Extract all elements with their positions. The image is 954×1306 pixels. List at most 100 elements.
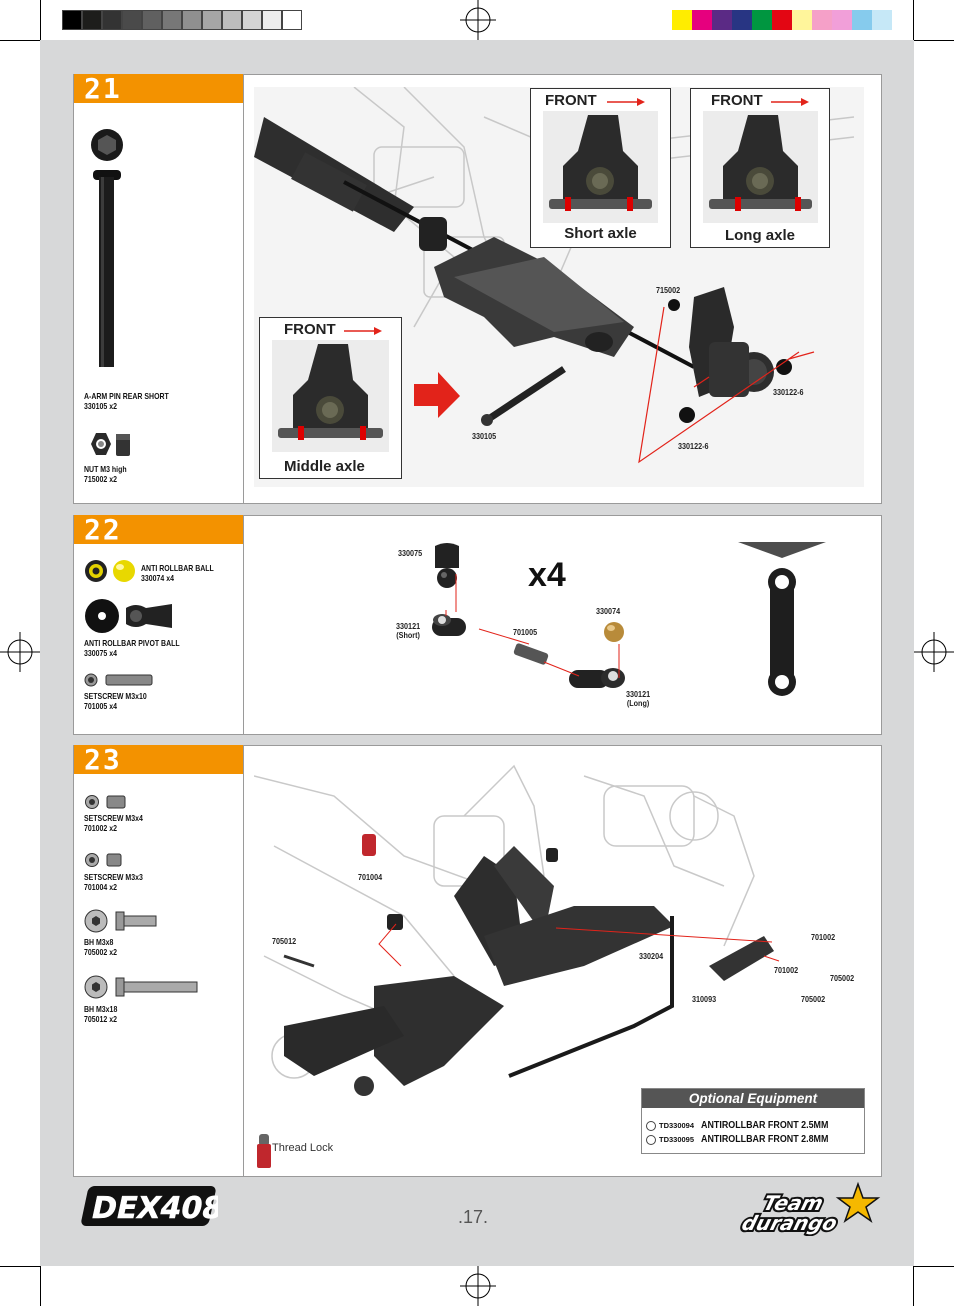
registration-mark-icon bbox=[0, 632, 40, 672]
front-arrow-icon bbox=[344, 327, 382, 335]
step-22-header: 22 bbox=[74, 513, 243, 546]
optional-item-code: TD330094 bbox=[659, 1121, 695, 1130]
part-callout: 705002 bbox=[830, 973, 855, 983]
hub-carrier-drawing bbox=[543, 111, 658, 223]
optional-item: TD330095 ANTIROLLBAR FRONT 2.8MM bbox=[646, 1133, 851, 1145]
registration-mark-icon bbox=[914, 632, 954, 672]
crop-mark bbox=[40, 1266, 41, 1306]
gray-swatch bbox=[202, 10, 222, 30]
nut-icon bbox=[91, 433, 130, 456]
color-swatch bbox=[732, 10, 752, 30]
gray-swatch bbox=[282, 10, 302, 30]
part-callout: 705012 bbox=[272, 936, 297, 946]
part-callout: 701002 bbox=[811, 932, 836, 942]
color-swatch bbox=[692, 10, 712, 30]
thread-lock-icon bbox=[257, 1134, 271, 1168]
color-swatch bbox=[872, 10, 892, 30]
part-code: 330074 x4 bbox=[141, 573, 174, 583]
pivot-ball-icon bbox=[85, 599, 172, 633]
registration-mark-icon bbox=[460, 1266, 496, 1306]
color-swatch bbox=[712, 10, 732, 30]
part-callout: 330074 bbox=[596, 606, 621, 616]
part-name: SETSCREW M3x4 bbox=[84, 813, 143, 823]
axle-label: Long axle bbox=[724, 227, 795, 244]
color-swatch bbox=[812, 10, 832, 30]
step-23-header: 23 bbox=[74, 743, 243, 776]
setscrew-m3x4-icon bbox=[85, 795, 126, 809]
gray-swatch bbox=[122, 10, 142, 30]
axle-label: Middle axle bbox=[284, 458, 365, 475]
pivot-ball-drawing bbox=[435, 543, 459, 588]
part-callout: 701004 bbox=[358, 872, 383, 882]
svg-text:DEX408: DEX408 bbox=[88, 1191, 218, 1226]
optional-item-code: TD330095 bbox=[659, 1135, 695, 1144]
gray-swatch bbox=[142, 10, 162, 30]
gray-swatch bbox=[162, 10, 182, 30]
crop-mark bbox=[913, 0, 914, 40]
color-swatch bbox=[672, 10, 692, 30]
color-swatch bbox=[792, 10, 812, 30]
part-name: NUT M3 high bbox=[84, 464, 127, 474]
part-code: 701004 x2 bbox=[84, 882, 117, 892]
gray-swatch bbox=[82, 10, 102, 30]
part-code: 330105 x2 bbox=[84, 401, 117, 411]
part-code: 705012 x2 bbox=[84, 1014, 117, 1024]
part-callout: 705002 bbox=[801, 994, 826, 1004]
page-number: .17. bbox=[458, 1207, 489, 1227]
part-callout: 330121 (Short) bbox=[396, 621, 421, 640]
part-code: 701002 x2 bbox=[84, 823, 117, 833]
color-swatch bbox=[772, 10, 792, 30]
step-number: 23 bbox=[84, 743, 122, 776]
setscrew-icon bbox=[84, 673, 153, 687]
part-callout: 701002 bbox=[774, 965, 799, 975]
crop-mark bbox=[913, 1266, 914, 1306]
setscrew-m3x3-icon bbox=[85, 853, 122, 867]
step-21-header: 21 bbox=[74, 72, 243, 105]
part-code: 715002 x2 bbox=[84, 474, 117, 484]
hub-carrier-drawing bbox=[272, 340, 389, 452]
crop-mark bbox=[0, 40, 40, 41]
assembled-link-drawing bbox=[768, 568, 796, 696]
short-axle-inset: FRONT Short axle bbox=[530, 88, 671, 248]
part-code: 705002 x2 bbox=[84, 947, 117, 957]
part-callout: 310093 bbox=[692, 994, 717, 1004]
color-swatch bbox=[852, 10, 872, 30]
front-suspension-assembly-drawing bbox=[254, 764, 780, 1096]
button-head-m3x8-icon bbox=[84, 909, 157, 933]
gray-swatch bbox=[62, 10, 82, 30]
part-callout: 330204 bbox=[639, 951, 664, 961]
step-23-parts-panel bbox=[73, 745, 245, 1177]
down-arrow-icon bbox=[738, 542, 826, 558]
part-callout: 330122-6 bbox=[678, 441, 709, 451]
part-callout: 330105 bbox=[472, 431, 497, 441]
part-name: BH M3x8 bbox=[84, 937, 114, 947]
step-number: 21 bbox=[84, 72, 122, 105]
part-callout: 701005 bbox=[513, 627, 538, 637]
anti-rollbar-ball-drawing bbox=[604, 622, 624, 642]
svg-text:Team: Team bbox=[761, 1191, 826, 1215]
checkbox-icon[interactable] bbox=[646, 1134, 656, 1145]
gray-swatch bbox=[242, 10, 262, 30]
color-swatch bbox=[832, 10, 852, 30]
gray-swatch bbox=[102, 10, 122, 30]
front-arrow-icon bbox=[607, 98, 645, 106]
dex408-logo: DEX408 bbox=[81, 1186, 218, 1226]
crop-mark bbox=[914, 1266, 954, 1267]
part-name: SETSCREW M3x10 bbox=[84, 691, 147, 701]
part-code: 330075 x4 bbox=[84, 648, 117, 658]
quantity-multiplier: x4 bbox=[528, 556, 566, 594]
front-label: FRONT bbox=[711, 92, 763, 109]
gray-swatch bbox=[182, 10, 202, 30]
step-22-diagram: x4 bbox=[243, 515, 882, 735]
checkbox-icon[interactable] bbox=[646, 1120, 656, 1131]
optional-item-desc: ANTIROLLBAR FRONT 2.8MM bbox=[701, 1133, 829, 1145]
optional-item-desc: ANTIROLLBAR FRONT 2.5MM bbox=[701, 1119, 829, 1131]
thread-lock-label: Thread Lock bbox=[272, 1142, 334, 1154]
a-arm-pin-icon bbox=[91, 129, 123, 367]
part-name: A-ARM PIN REAR SHORT bbox=[84, 391, 169, 401]
gray-swatch bbox=[262, 10, 282, 30]
part-code: 701005 x4 bbox=[84, 701, 117, 711]
part-name: ANTI ROLLBAR PIVOT BALL bbox=[84, 638, 180, 648]
